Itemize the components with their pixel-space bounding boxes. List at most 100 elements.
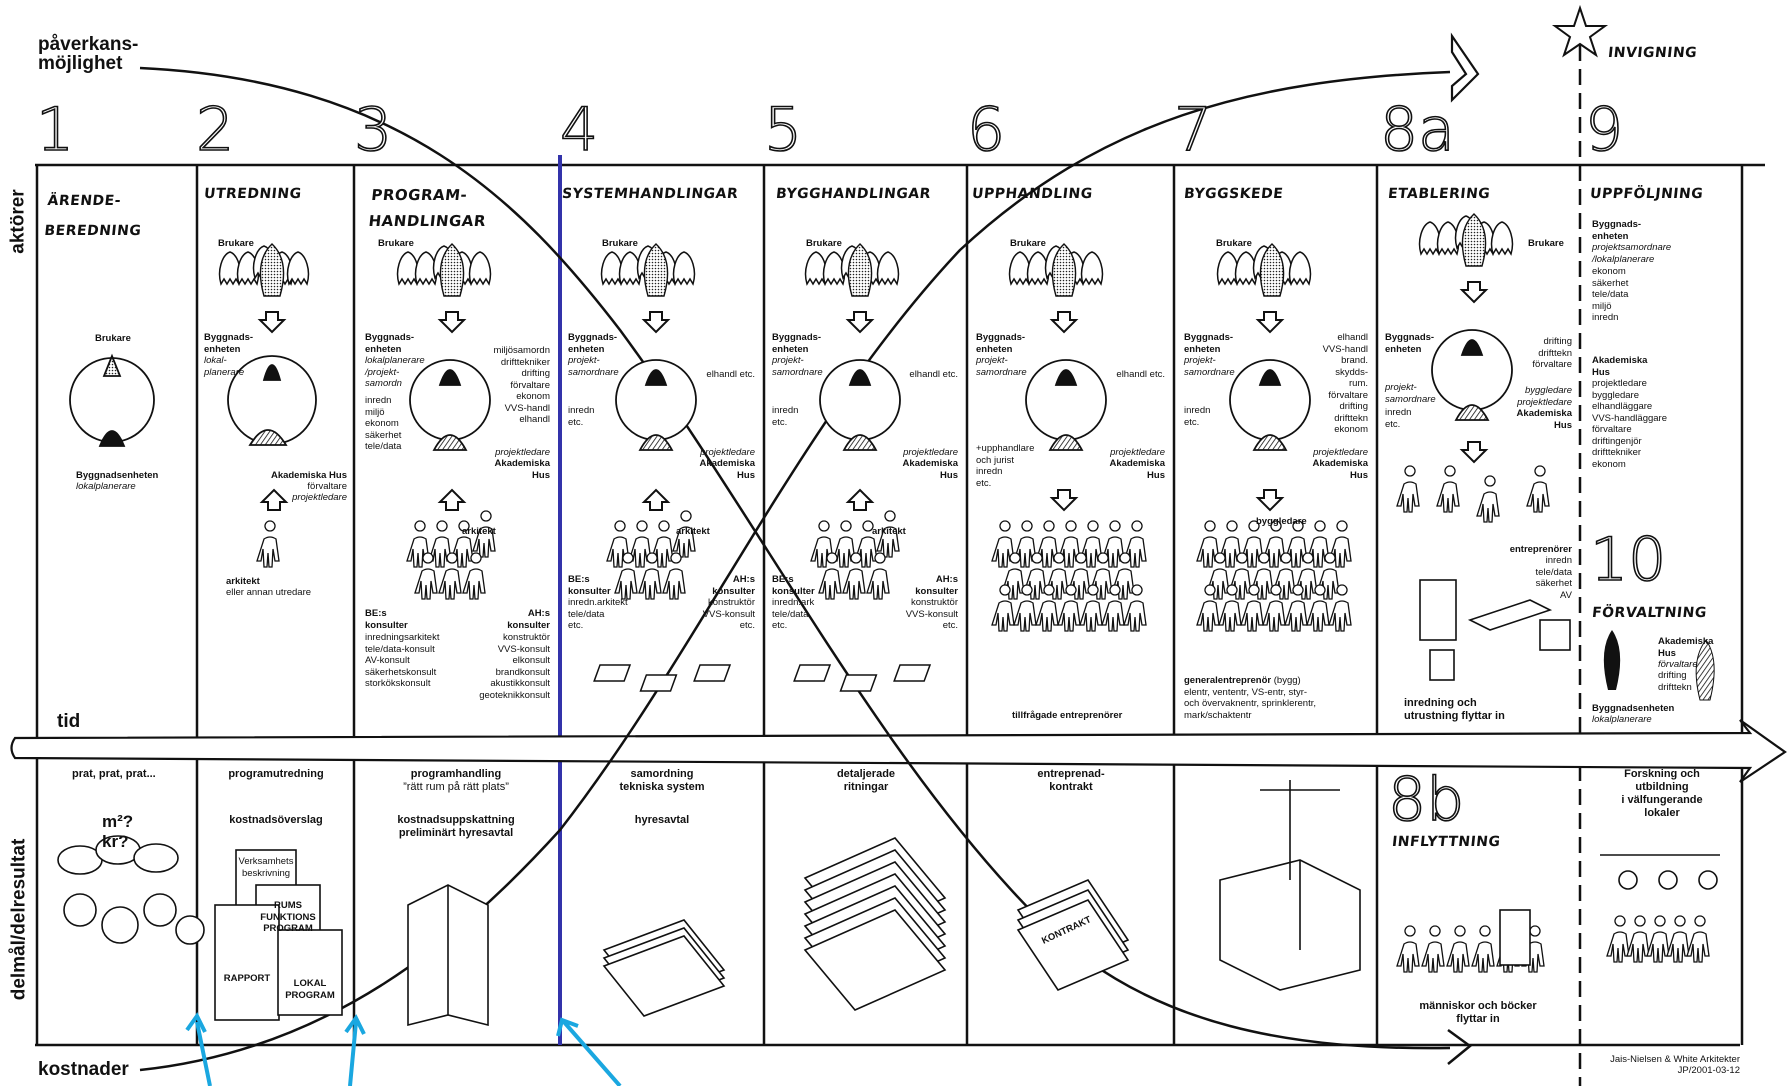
- p5-be-list: inredn.ark tele/data etc.: [772, 597, 814, 632]
- p9-be-list: ekonom säkerhet tele/data miljö inredn: [1592, 266, 1628, 324]
- cost-curve-arrowhead: [1452, 36, 1478, 100]
- p4-be-konsulter: BE:s konsulter: [568, 574, 611, 597]
- p4-byggnad: Byggnads- enheten: [568, 332, 617, 355]
- p7-brukare: Brukare: [1216, 238, 1252, 250]
- actors-label: aktörer: [9, 182, 28, 262]
- phase-title-7: BYGGSKEDE: [1183, 186, 1284, 202]
- pointer-arrows: [187, 1016, 620, 1086]
- p6-right-list: elhandl etc.: [1085, 369, 1165, 381]
- inauguration-label: INVIGNING: [1607, 45, 1698, 61]
- p8a-ah-sub: byggledare projektledare: [1490, 385, 1572, 408]
- phase-title-1: ÄRENDE- BEREDNING: [43, 186, 146, 246]
- r9-t1: Forskning och utbildning i välfungerande…: [1582, 768, 1742, 820]
- phase-number-7: 7: [1174, 100, 1212, 160]
- p10-ah-sub: förvaltare: [1658, 659, 1698, 671]
- phase-title-6: UPPHANDLING: [971, 186, 1093, 202]
- phase-title-4: SYSTEMHANDLINGAR: [561, 186, 739, 202]
- p10-be-sub: lokalplanerare: [1592, 714, 1652, 726]
- phase-number-2: 2: [196, 100, 234, 160]
- r5-t1: detaljerade ritningar: [766, 768, 966, 794]
- r2-t2: kostnadsöverslag: [200, 814, 352, 827]
- r2-t1: programutredning: [200, 768, 352, 781]
- p2-arkitekt-sub: eller annan utredare: [226, 587, 311, 599]
- p4-be-list: inredn.arkitekt tele/data etc.: [568, 597, 628, 632]
- p3-right-list: miljösamordn drifttekniker drifting förv…: [470, 345, 550, 426]
- r8b-t1: människor och böcker flyttar in: [1380, 1000, 1576, 1026]
- phase-number-10: 10: [1590, 530, 1666, 590]
- p3-arkitekt: arkitekt: [462, 526, 496, 538]
- p6-ah: Akademiska Hus: [1085, 458, 1165, 481]
- p8a-byggnad-sub: projekt- samordnare: [1385, 382, 1436, 405]
- p7-left-list: inredn etc.: [1184, 405, 1210, 428]
- p4-ah: Akademiska Hus: [680, 458, 755, 481]
- p7-ah: Akademiska Hus: [1290, 458, 1368, 481]
- p7-ah-sub: projektledare: [1290, 447, 1368, 459]
- p4-byggnad-sub: projekt- samordnare: [568, 355, 619, 378]
- r4-t1: samordning tekniska system: [562, 768, 762, 794]
- phase-title-2: UTREDNING: [203, 186, 302, 202]
- p2-brukare: Brukare: [218, 238, 254, 250]
- p5-be-konsulter: BE:s konsulter: [772, 574, 815, 597]
- p4-right-list: elhandl etc.: [680, 369, 755, 381]
- phase-title-3: PROGRAM- HANDLINGAR: [367, 182, 490, 234]
- p3-be-list: inredningsarkitekt tele/data-konsult AV-…: [365, 632, 439, 690]
- p5-byggnad-sub: projekt- samordnare: [772, 355, 823, 378]
- p4-ah-konsulter: AH:s konsulter: [680, 574, 755, 597]
- p3-ah-sub: projektledare: [470, 447, 550, 459]
- r2-doc-verksamhet: Verksamhets beskrivning: [236, 856, 296, 879]
- p3-ah-konsulter: AH:s konsulter: [470, 608, 550, 631]
- p3-brukare: Brukare: [378, 238, 414, 250]
- phase-title-10: FÖRVALTNING: [1591, 605, 1707, 621]
- r3-t1: programhandling: [356, 768, 556, 781]
- r4-t2: hyresavtal: [562, 814, 762, 827]
- p1-byggnad: Byggnadsenheten: [76, 470, 158, 482]
- phase-number-4: 4: [560, 100, 598, 160]
- results-label: delmål/delresultat: [10, 825, 29, 1015]
- p1-byggnad-sub: lokalplanerare: [76, 481, 136, 493]
- p8a-bottom: inredning och utrustning flyttar in: [1404, 697, 1505, 723]
- p5-left-list: inredn etc.: [772, 405, 798, 428]
- cost-curve: [140, 72, 1450, 1070]
- phase-number-9: 9: [1585, 100, 1623, 160]
- phase-number-3: 3: [354, 100, 392, 160]
- p4-arkitekt: arkitekt: [676, 526, 710, 538]
- p9-be: Byggnads- enheten: [1592, 219, 1641, 242]
- p2-arkitekt: arkitekt: [226, 576, 260, 588]
- p2-ah-sub2: projektledare: [250, 492, 347, 504]
- p3-left-list: inredn miljö ekonom säkerhet tele/data: [365, 395, 401, 453]
- p6-byggnad-sub: projekt- samordnare: [976, 355, 1027, 378]
- p5-ah-list: konstruktör VVS-konsult etc.: [858, 597, 958, 632]
- p5-arkitekt: arkitekt: [872, 526, 906, 538]
- p2-ah-sub1: förvaltare: [250, 481, 347, 493]
- p6-byggnad: Byggnads- enheten: [976, 332, 1025, 355]
- p9-ah-list: projektledare byggledare elhandläggare V…: [1592, 378, 1667, 470]
- r8b-title: INFLYTTNING: [1391, 834, 1501, 850]
- p6-bottom: tillfrågade entreprenörer: [1012, 710, 1122, 722]
- phase-number-5: 5: [764, 100, 802, 160]
- phase-title-8a: ETABLERING: [1387, 186, 1491, 202]
- p10-ah-list: drifting drifttekn: [1658, 670, 1692, 693]
- p1-brukare: Brukare: [95, 333, 131, 345]
- p8a-right-list: drifting drifttekn förvaltare: [1490, 336, 1572, 371]
- p8a-byggnad: Byggnads- enheten: [1385, 332, 1434, 355]
- r3-t1b: ”rätt rum på rätt plats”: [356, 781, 556, 794]
- phase-number-6: 6: [967, 100, 1005, 160]
- p8a-entr-list: inredn tele/data säkerhet AV: [1490, 555, 1572, 601]
- r1-talk: prat, prat, prat...: [72, 768, 156, 781]
- p3-ah-list: konstruktör VVS-konsult elkonsult brandk…: [450, 632, 550, 701]
- phase-title-9: UPPFÖLJNING: [1589, 186, 1704, 202]
- p5-right-list: elhandl etc.: [880, 369, 958, 381]
- p7-byggnad-sub: projekt- samordnare: [1184, 355, 1235, 378]
- r1-question: m²? kr?: [102, 812, 133, 852]
- phase-number-8a: 8a: [1380, 100, 1455, 160]
- p5-byggnad: Byggnads- enheten: [772, 332, 821, 355]
- p5-ah: Akademiska Hus: [880, 458, 958, 481]
- p7-byggledare: byggledare: [1256, 516, 1307, 528]
- p2-byggnad-sub: lokal- planerare: [204, 355, 244, 378]
- p7-byggnad: Byggnads- enheten: [1184, 332, 1233, 355]
- p4-ah-list: konstruktör VVS-konsult etc.: [660, 597, 755, 632]
- r8b-number: 8b: [1388, 770, 1464, 830]
- p8a-left-list: inredn etc.: [1385, 407, 1411, 430]
- p6-ah-sub: projektledare: [1085, 447, 1165, 459]
